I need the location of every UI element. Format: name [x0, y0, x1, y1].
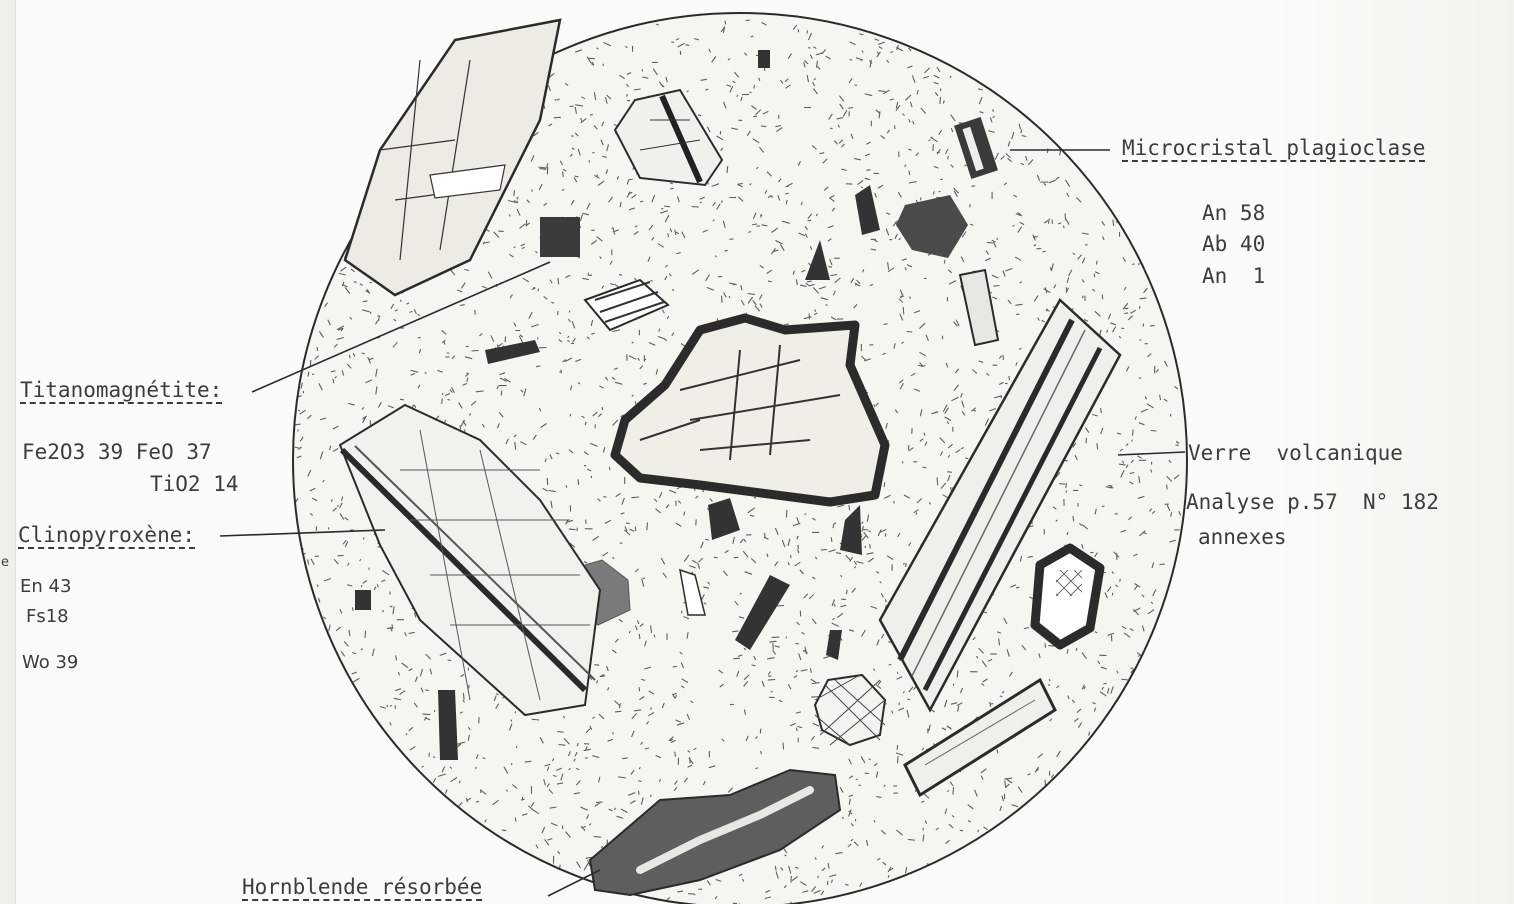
plagioclase-an: An 58	[1202, 203, 1265, 224]
label-clinopyroxene: Clinopyroxène:	[18, 525, 195, 546]
opaque-grain	[758, 50, 770, 68]
label-volcanic-glass: Verre volcanique	[1188, 443, 1403, 464]
plagioclase-an-1: An 1	[1202, 266, 1265, 287]
annexes-reference: annexes	[1198, 527, 1287, 548]
clinopyroxene-en: En 43	[20, 578, 71, 596]
titanomagnetite-grain	[540, 217, 580, 257]
clinopyroxene-fs: Fs18	[26, 608, 69, 626]
label-microcrystal-plagioclase: Microcristal plagioclase	[1122, 138, 1425, 159]
margin-letter: e	[1, 556, 9, 569]
hexagonal-crystal	[1035, 548, 1100, 645]
label-hornblende: Hornblende résorbée	[242, 877, 482, 898]
titanomagnetite-fe: Fe2O3 39 FeO 37	[22, 442, 212, 463]
plagioclase-ab: Ab 40	[1202, 234, 1265, 255]
analysis-reference: Analyse p.57 N° 182	[1186, 492, 1439, 513]
label-titanomagnetite: Titanomagnétite:	[20, 380, 222, 401]
titanomagnetite-ti: TiO2 14	[150, 474, 239, 495]
opaque-grain-left	[355, 590, 371, 610]
clinopyroxene-wo: Wo 39	[22, 654, 78, 672]
